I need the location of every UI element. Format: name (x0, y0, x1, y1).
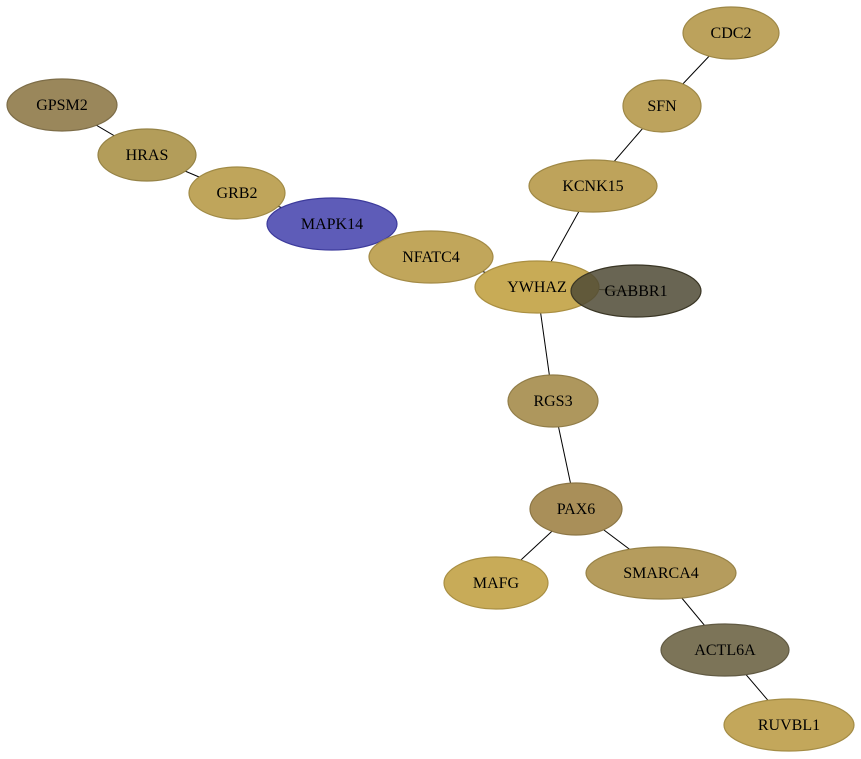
node-shape (528, 159, 658, 213)
node-label: RUVBL1 (758, 717, 820, 734)
node-hras[interactable]: HRAS (97, 128, 197, 182)
node-shape (682, 6, 780, 60)
node-nfatc4[interactable]: NFATC4 (368, 230, 494, 284)
node-mapk14[interactable]: MAPK14 (266, 197, 398, 251)
node-gpsm2[interactable]: GPSM2 (6, 78, 118, 132)
node-mafg[interactable]: MAFG (443, 556, 549, 610)
node-label: PAX6 (557, 501, 596, 518)
node-label: YWHAZ (507, 279, 567, 296)
node-kcnk15[interactable]: KCNK15 (528, 159, 658, 213)
node-shape (188, 166, 286, 220)
node-actl6a[interactable]: ACTL6A (660, 623, 790, 677)
node-label: CDC2 (711, 25, 752, 42)
node-label: KCNK15 (562, 178, 623, 195)
node-label: GRB2 (217, 185, 258, 202)
node-rgs3[interactable]: RGS3 (507, 374, 599, 428)
node-label: MAFG (473, 575, 520, 592)
node-label: MAPK14 (301, 216, 363, 233)
node-smarca4[interactable]: SMARCA4 (585, 546, 737, 600)
node-sfn[interactable]: SFN (622, 79, 702, 133)
node-gabbr1[interactable]: GABBR1 (570, 264, 702, 318)
node-label: RGS3 (533, 393, 572, 410)
node-shape (622, 79, 702, 133)
node-ruvbl1[interactable]: RUVBL1 (723, 698, 855, 752)
node-shape (507, 374, 599, 428)
node-shape (266, 197, 398, 251)
node-label: GABBR1 (604, 283, 667, 300)
node-shape (660, 623, 790, 677)
node-shape (585, 546, 737, 600)
node-pax6[interactable]: PAX6 (529, 482, 623, 536)
node-shape (97, 128, 197, 182)
node-shape (723, 698, 855, 752)
node-label: ACTL6A (694, 642, 756, 659)
node-label: GPSM2 (36, 97, 88, 114)
node-shape (529, 482, 623, 536)
node-shape (570, 264, 702, 318)
node-ywhaz[interactable]: YWHAZ (474, 260, 600, 314)
node-label: NFATC4 (402, 249, 460, 266)
node-cdc2[interactable]: CDC2 (682, 6, 780, 60)
node-shape (443, 556, 549, 610)
node-label: SFN (647, 98, 677, 115)
node-label: HRAS (126, 147, 169, 164)
node-label: SMARCA4 (623, 565, 699, 582)
node-shape (368, 230, 494, 284)
node-shape (6, 78, 118, 132)
node-grb2[interactable]: GRB2 (188, 166, 286, 220)
